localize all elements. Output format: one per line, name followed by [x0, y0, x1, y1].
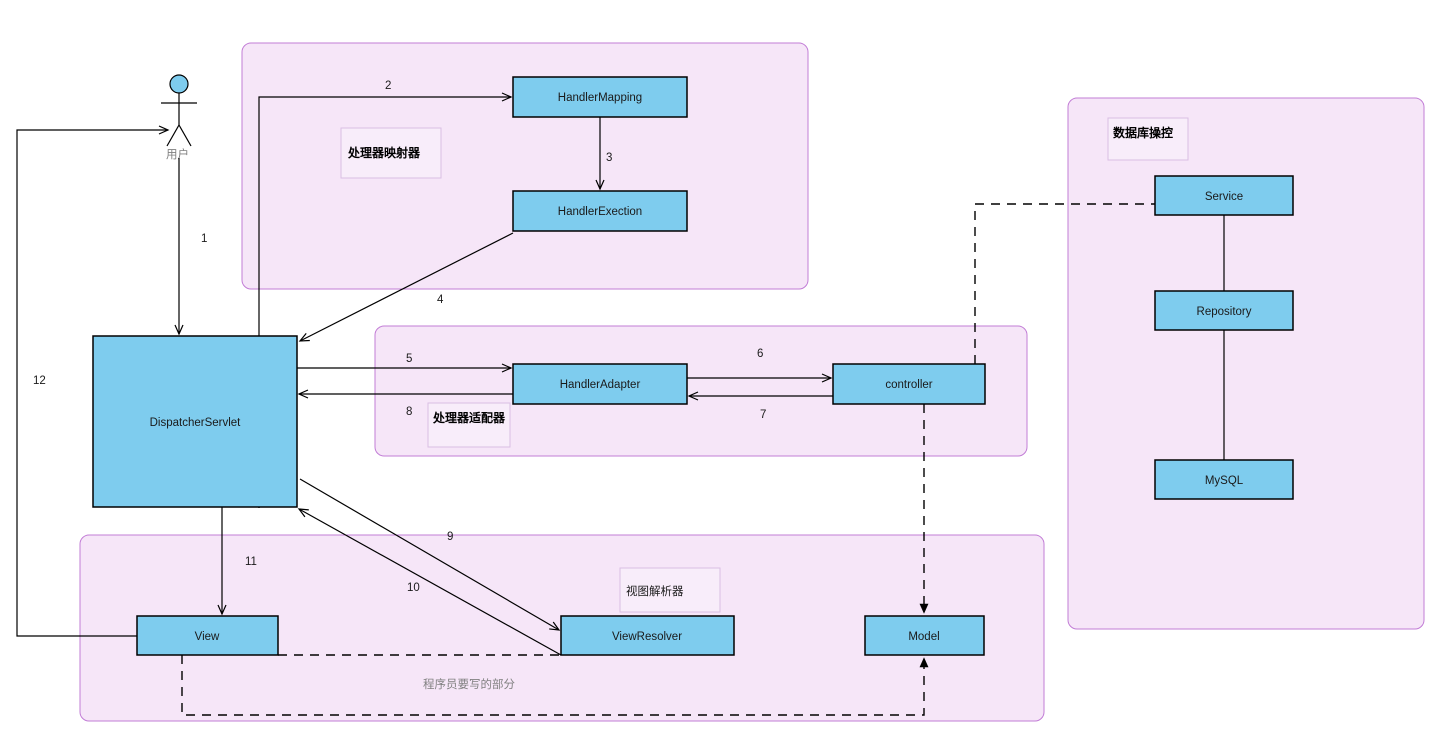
node-label-handler-adapter: HandlerAdapter [560, 379, 641, 391]
edge-line-9 [299, 478, 561, 631]
node-box[interactable] [832, 363, 986, 405]
node-dispatcher-servlet[interactable]: DispatcherServlet [92, 335, 298, 508]
group-label-handler-mapping: 处理器映射器 [347, 145, 421, 160]
node-view-resolver[interactable]: ViewResolver [560, 615, 735, 656]
node-view[interactable]: View [136, 615, 279, 656]
node-handler-mapping[interactable]: HandlerMapping [512, 76, 688, 118]
edge-labels: 1 2 3 4 5 6 7 8 9 10 11 12 [33, 80, 766, 594]
edge-label-1: 1 [201, 233, 207, 245]
group-label-view-resolver: 视图解析器 [626, 584, 684, 598]
node-box[interactable] [512, 76, 688, 118]
node-box[interactable] [92, 335, 298, 508]
node-label-service: Service [1205, 191, 1243, 203]
node-label-dispatcher-servlet: DispatcherServlet [150, 417, 242, 429]
node-box[interactable] [864, 615, 985, 656]
node-service[interactable]: Service [1154, 175, 1294, 216]
node-controller[interactable]: controller [832, 363, 986, 405]
edge-label-3: 3 [606, 152, 612, 164]
node-label-mysql: MySQL [1205, 475, 1244, 487]
edge-label-2: 2 [385, 80, 391, 92]
node-label-repository: Repository [1197, 306, 1252, 318]
node-label-model: Model [908, 631, 939, 643]
actor-leg-left [166, 124, 180, 147]
group-label-notes: 处理器映射器 处理器适配器 视图解析器 数据库操控 [340, 117, 1189, 613]
dashed-controller-to-service [974, 203, 1155, 364]
edge-label-12: 12 [33, 375, 46, 387]
node-box[interactable] [560, 615, 735, 656]
note-box-handler-adapter [427, 402, 511, 448]
note-box-database [1107, 117, 1189, 161]
actor-leg-right [178, 124, 192, 147]
edge-line-10 [297, 508, 562, 656]
actor-head-icon [169, 74, 189, 94]
programmer-note-label: 程序员要写的部分 [423, 677, 515, 691]
node-model[interactable]: Model [864, 615, 985, 656]
node-box[interactable] [1154, 175, 1294, 216]
edge-label-10: 10 [407, 582, 420, 594]
group-label-handler-adapter: 处理器适配器 [432, 410, 506, 425]
node-box[interactable] [512, 363, 688, 405]
dashed-edges [181, 203, 1155, 716]
node-label-handler-exection: HandlerExection [558, 206, 642, 218]
note-box-handler-mapping [340, 127, 442, 179]
edge-label-4: 4 [437, 294, 444, 306]
edge-label-11: 11 [245, 556, 257, 568]
actor-user: 用户 [161, 74, 197, 161]
edge-label-8: 8 [406, 406, 412, 418]
actor-label: 用户 [166, 147, 189, 161]
edge-label-6: 6 [757, 348, 763, 360]
group-panel-handler-adapter [374, 325, 1028, 457]
node-box[interactable] [136, 615, 279, 656]
edge-label-9: 9 [447, 531, 453, 543]
node-label-handler-mapping: HandlerMapping [558, 92, 642, 104]
edge-label-7: 7 [760, 409, 766, 421]
node-mysql[interactable]: MySQL [1154, 459, 1294, 500]
node-label-view-resolver: ViewResolver [612, 631, 682, 643]
node-handler-exection[interactable]: HandlerExection [512, 190, 688, 232]
note-box-view-resolver [619, 567, 721, 613]
edge-line-12 [16, 125, 170, 637]
node-box[interactable] [512, 190, 688, 232]
group-label-database: 数据库操控 [1113, 125, 1173, 140]
edge-label-5: 5 [406, 353, 412, 365]
nodes: HandlerMapping HandlerExection Dispatche… [92, 76, 1294, 656]
node-label-view: View [195, 631, 220, 643]
node-handler-adapter[interactable]: HandlerAdapter [512, 363, 688, 405]
node-repository[interactable]: Repository [1154, 290, 1294, 331]
node-label-controller: controller [885, 379, 932, 391]
edge-line-4 [298, 232, 514, 342]
node-box[interactable] [1154, 459, 1294, 500]
node-box[interactable] [1154, 290, 1294, 331]
